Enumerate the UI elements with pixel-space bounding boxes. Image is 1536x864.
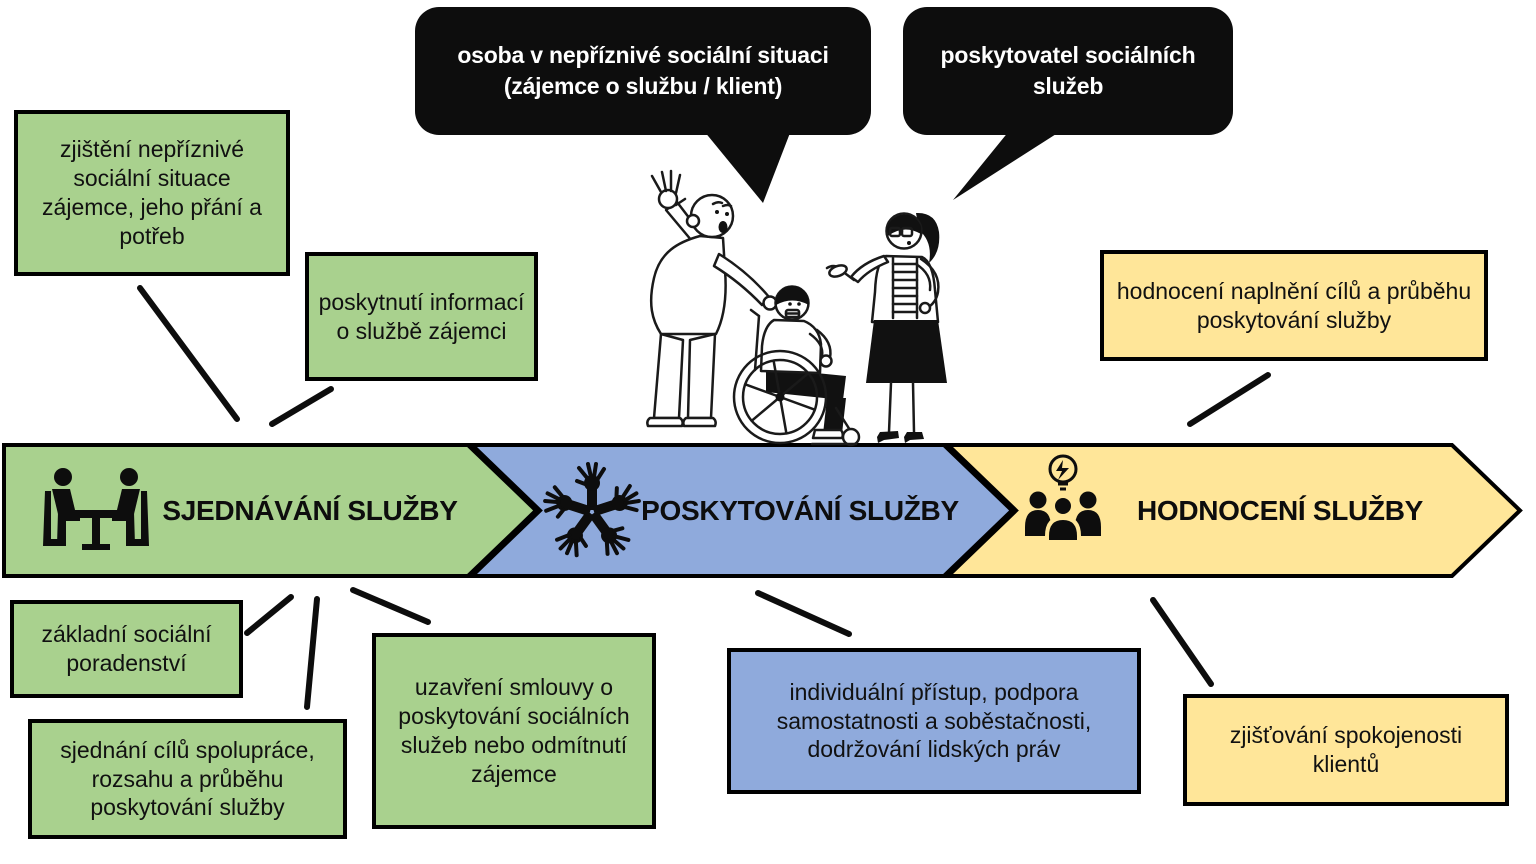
- connector-line: [137, 285, 240, 422]
- note-sjednani-cilu: sjednání cílů spolupráce, rozsahu a průb…: [28, 719, 347, 839]
- note-text: zjištění nepříznivé sociální situace záj…: [42, 136, 262, 249]
- connector-line: [244, 594, 294, 636]
- client-speech-bubble: osoba v nepříznivé sociální situaci (záj…: [415, 7, 871, 135]
- client-bubble-tail: [695, 120, 795, 203]
- note-zjistovani-spokojenosti: zjišťování spokojenosti klientů: [1183, 694, 1509, 806]
- connector-line: [304, 596, 320, 710]
- connector-line: [269, 386, 334, 427]
- note-individualni-pristup: individuální přístup, podpora samostatno…: [727, 648, 1141, 794]
- stage-title-hodnoceni: HODNOCENÍ SLUŽBY: [1136, 494, 1424, 526]
- note-zakladni-poradenstvi: základní sociální poradenství: [10, 600, 243, 698]
- provider-speech-bubble: poskytovatel sociálních služeb: [903, 7, 1233, 135]
- hands-circle-icon: [539, 462, 644, 560]
- provider-woman-figure: [825, 212, 947, 443]
- note-text: zjišťování spokojenosti klientů: [1229, 722, 1463, 777]
- connector-line: [1187, 372, 1271, 427]
- connector-line: [755, 590, 852, 637]
- standing-man-figure: [646, 169, 778, 428]
- note-text: poskytnutí informací o službě zájemci: [318, 288, 525, 344]
- connector-line: [1150, 597, 1214, 687]
- provider-bubble-tail: [953, 120, 1078, 200]
- stage-arrow-hodnoceni: [943, 443, 1523, 578]
- note-text: sjednání cílů spolupráce, rozsahu a průb…: [60, 736, 315, 821]
- connector-line: [350, 587, 431, 625]
- note-text: individuální přístup, podpora samostatno…: [776, 678, 1092, 763]
- connector-lines: [137, 285, 1271, 710]
- provider-bubble-text: poskytovatel sociálních služeb: [940, 41, 1196, 99]
- stage-title-poskytovani: POSKYTOVÁNÍ SLUŽBY: [641, 494, 959, 526]
- note-text: hodnocení naplnění cílů a průběhu poskyt…: [1116, 277, 1472, 333]
- clients-illustration: [646, 169, 947, 447]
- note-zjisteni-situace: zjištění nepříznivé sociální situace záj…: [14, 110, 290, 276]
- note-uzavreni-smlouvy: uzavření smlouvy o poskytování sociálníc…: [372, 633, 656, 829]
- client-bubble-text: osoba v nepříznivé sociální situaci (záj…: [457, 41, 829, 99]
- stage-title-sjednavani: SJEDNÁVÁNÍ SLUŽBY: [162, 494, 458, 526]
- wheelchair-user-figure: [732, 285, 861, 447]
- team-idea-icon: [1025, 454, 1101, 544]
- note-text: základní sociální poradenství: [41, 621, 212, 676]
- note-hodnoceni-naplneni: hodnocení naplnění cílů a průběhu poskyt…: [1100, 250, 1488, 361]
- note-text: uzavření smlouvy o poskytování sociálníc…: [398, 674, 630, 787]
- meeting-icon: [43, 468, 149, 550]
- note-poskytnuti-informaci: poskytnutí informací o službě zájemci: [305, 252, 538, 381]
